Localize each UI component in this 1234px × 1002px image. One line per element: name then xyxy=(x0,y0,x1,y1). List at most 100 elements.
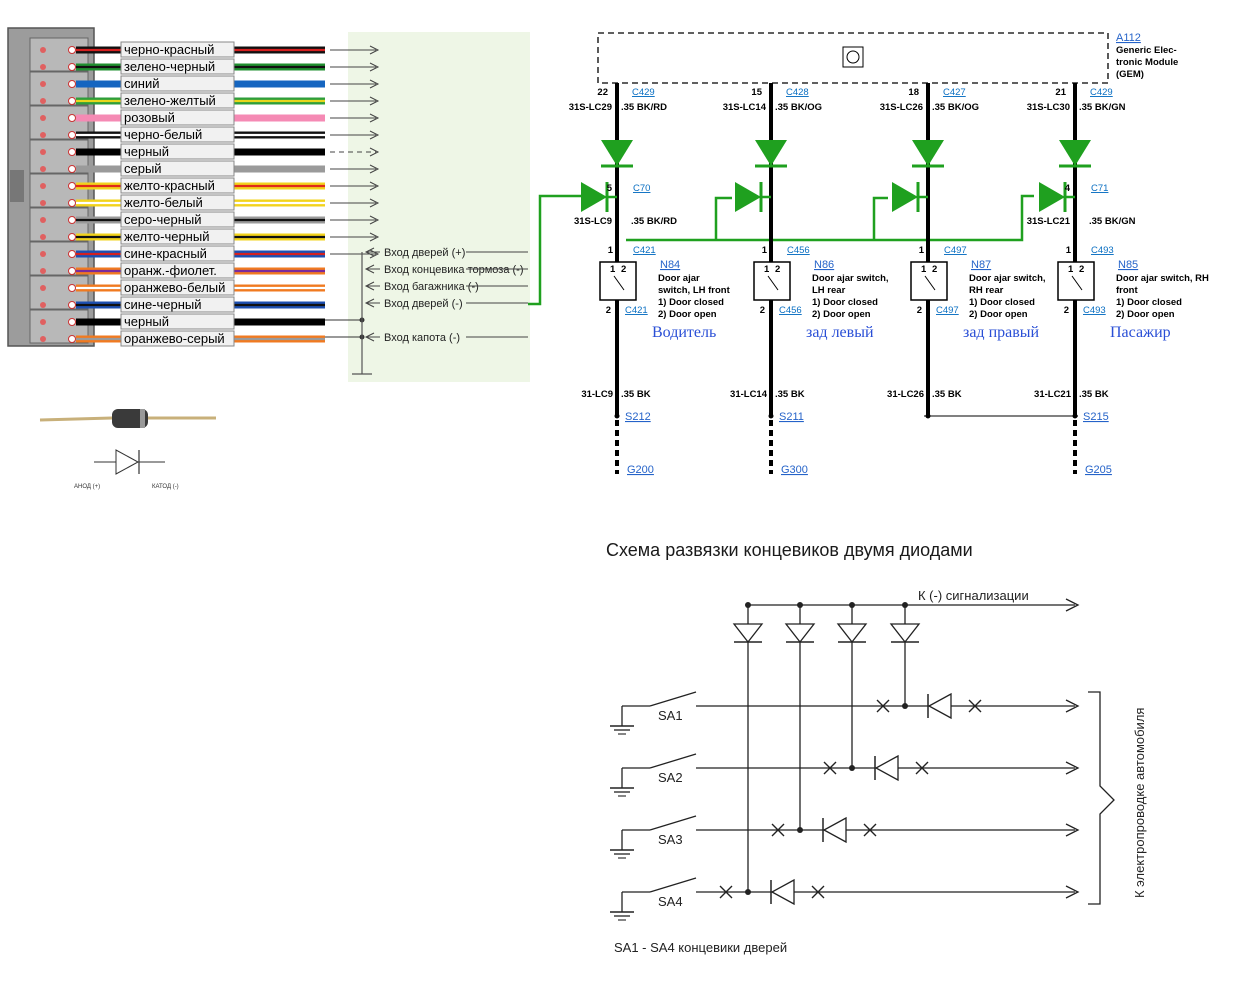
switch-ref[interactable]: N84 xyxy=(660,259,680,271)
switch-out-pin: 2 xyxy=(760,305,765,316)
footnote: SA1 - SA4 концевики дверей xyxy=(614,940,787,955)
module-name-2: tronic Module xyxy=(1116,57,1178,68)
arrow-head xyxy=(369,45,380,55)
pin-dot xyxy=(40,98,46,104)
door-name: Пасажир xyxy=(1110,324,1171,341)
pin-dot xyxy=(40,149,46,155)
switch-desc: Door ajar xyxy=(658,273,700,284)
module-connector[interactable]: C428 xyxy=(786,87,809,98)
switch-blade xyxy=(649,691,697,707)
module-connector[interactable]: C429 xyxy=(1090,87,1113,98)
ground-ref[interactable]: G205 xyxy=(1085,464,1112,476)
module-ref[interactable]: A112 xyxy=(1116,32,1141,44)
pin-socket xyxy=(68,182,76,190)
pin-dot xyxy=(40,81,46,87)
input-arrow xyxy=(364,247,375,257)
switch-state: 1) Door closed xyxy=(1116,297,1182,308)
wire-label: желто-черный xyxy=(124,229,209,244)
wire-label-box xyxy=(120,211,235,228)
door-name: зад правый xyxy=(963,324,1040,341)
arrow-head xyxy=(369,96,380,106)
wire-spec: .35 BK/GN xyxy=(1079,102,1126,113)
inline-diode xyxy=(770,878,795,906)
splice-ref[interactable]: S212 xyxy=(625,411,651,423)
wire-label: оранж.-фиолет. xyxy=(124,263,217,278)
connector-latch xyxy=(10,170,24,202)
wire-label-box xyxy=(120,245,235,262)
switch-ref[interactable]: N87 xyxy=(971,259,991,271)
pin-dot xyxy=(40,200,46,206)
ground-ref[interactable]: G300 xyxy=(781,464,808,476)
input-label: Вход концевика тормоза (-) xyxy=(384,264,524,276)
diode-connector[interactable]: C71 xyxy=(1091,183,1108,194)
wire-label-box xyxy=(120,109,235,126)
switch-connector[interactable]: C456 xyxy=(787,245,810,256)
switch-connector[interactable]: C497 xyxy=(944,245,967,256)
switch-state: 1) Door closed xyxy=(812,297,878,308)
vertical-diode xyxy=(601,140,633,166)
switch-out-connector[interactable]: C497 xyxy=(936,305,959,316)
wire-label: оранжево-серый xyxy=(124,331,225,346)
pin-socket xyxy=(68,114,76,122)
wire-label: синий xyxy=(124,76,159,91)
module-connector[interactable]: C429 xyxy=(632,87,655,98)
switch-out-connector[interactable]: C493 xyxy=(1083,305,1106,316)
wire-label-box xyxy=(120,126,235,143)
switch-label: SA1 xyxy=(658,708,683,723)
switch-contact-1: 1 xyxy=(1068,264,1074,275)
wire-cut-mark xyxy=(719,885,733,899)
arrow-head xyxy=(369,130,380,140)
ground-wire-spec: .35 BK xyxy=(621,389,651,400)
pin-socket xyxy=(68,284,76,292)
switch-contact-1: 1 xyxy=(610,264,616,275)
diode-connector[interactable]: C70 xyxy=(633,183,650,194)
switch-label: SA2 xyxy=(658,770,683,785)
diode-pin: 4 xyxy=(1065,183,1071,194)
bus-diode xyxy=(889,623,921,644)
splice-ref[interactable]: S211 xyxy=(779,411,804,423)
switch-state: 1) Door closed xyxy=(658,297,724,308)
switch-out-connector[interactable]: C456 xyxy=(779,305,802,316)
side-label: К электропроводке автомобиля xyxy=(1132,708,1147,898)
pin-socket xyxy=(68,165,76,173)
switch-contact-2: 2 xyxy=(621,264,626,275)
switch-connector[interactable]: C421 xyxy=(633,245,656,256)
wire-label-box xyxy=(120,330,235,347)
inline-diode xyxy=(874,754,899,782)
horizontal-diode xyxy=(1039,182,1065,212)
switch-desc: Door ajar switch, RH xyxy=(1116,273,1209,284)
wire-code: 31S-LC14 xyxy=(723,102,767,113)
switch-ref[interactable]: N86 xyxy=(814,259,834,271)
pin-socket xyxy=(68,233,76,241)
switch-out-pin: 2 xyxy=(917,305,922,316)
switch-pin: 1 xyxy=(1066,245,1072,256)
pin-dot xyxy=(40,64,46,70)
wire-label: желто-белый xyxy=(124,195,203,210)
pin-socket xyxy=(68,80,76,88)
wire-label: зелено-желтый xyxy=(124,93,216,108)
switch-line-arrow xyxy=(1065,761,1080,775)
input-label: Вход дверей (-) xyxy=(384,298,463,310)
pin-socket xyxy=(68,63,76,71)
module-connector[interactable]: C427 xyxy=(943,87,966,98)
wire-cut-mark xyxy=(811,885,825,899)
input-label: Вход дверей (+) xyxy=(384,247,465,259)
ground-wire-spec: .35 BK xyxy=(1079,389,1109,400)
gem-module: A112 Generic Elec- tronic Module (GEM) xyxy=(597,32,1178,84)
diode-lead-left xyxy=(39,416,113,422)
ground-ref[interactable]: G200 xyxy=(627,464,654,476)
switch-connector[interactable]: C493 xyxy=(1091,245,1114,256)
wire-spec: .35 BK/OG xyxy=(775,102,822,113)
wire-label: оранжево-белый xyxy=(124,280,225,295)
input-arrow xyxy=(364,264,375,274)
green-bus-line xyxy=(528,194,1034,306)
switch-out-connector[interactable]: C421 xyxy=(625,305,648,316)
module-pin: 15 xyxy=(751,87,762,98)
splice-ref[interactable]: S215 xyxy=(1083,411,1109,423)
anode-label: АНОД (+) xyxy=(74,484,100,490)
switch-ref[interactable]: N85 xyxy=(1118,259,1138,271)
wire-label-box xyxy=(120,279,235,296)
wire-label-box xyxy=(120,228,235,245)
